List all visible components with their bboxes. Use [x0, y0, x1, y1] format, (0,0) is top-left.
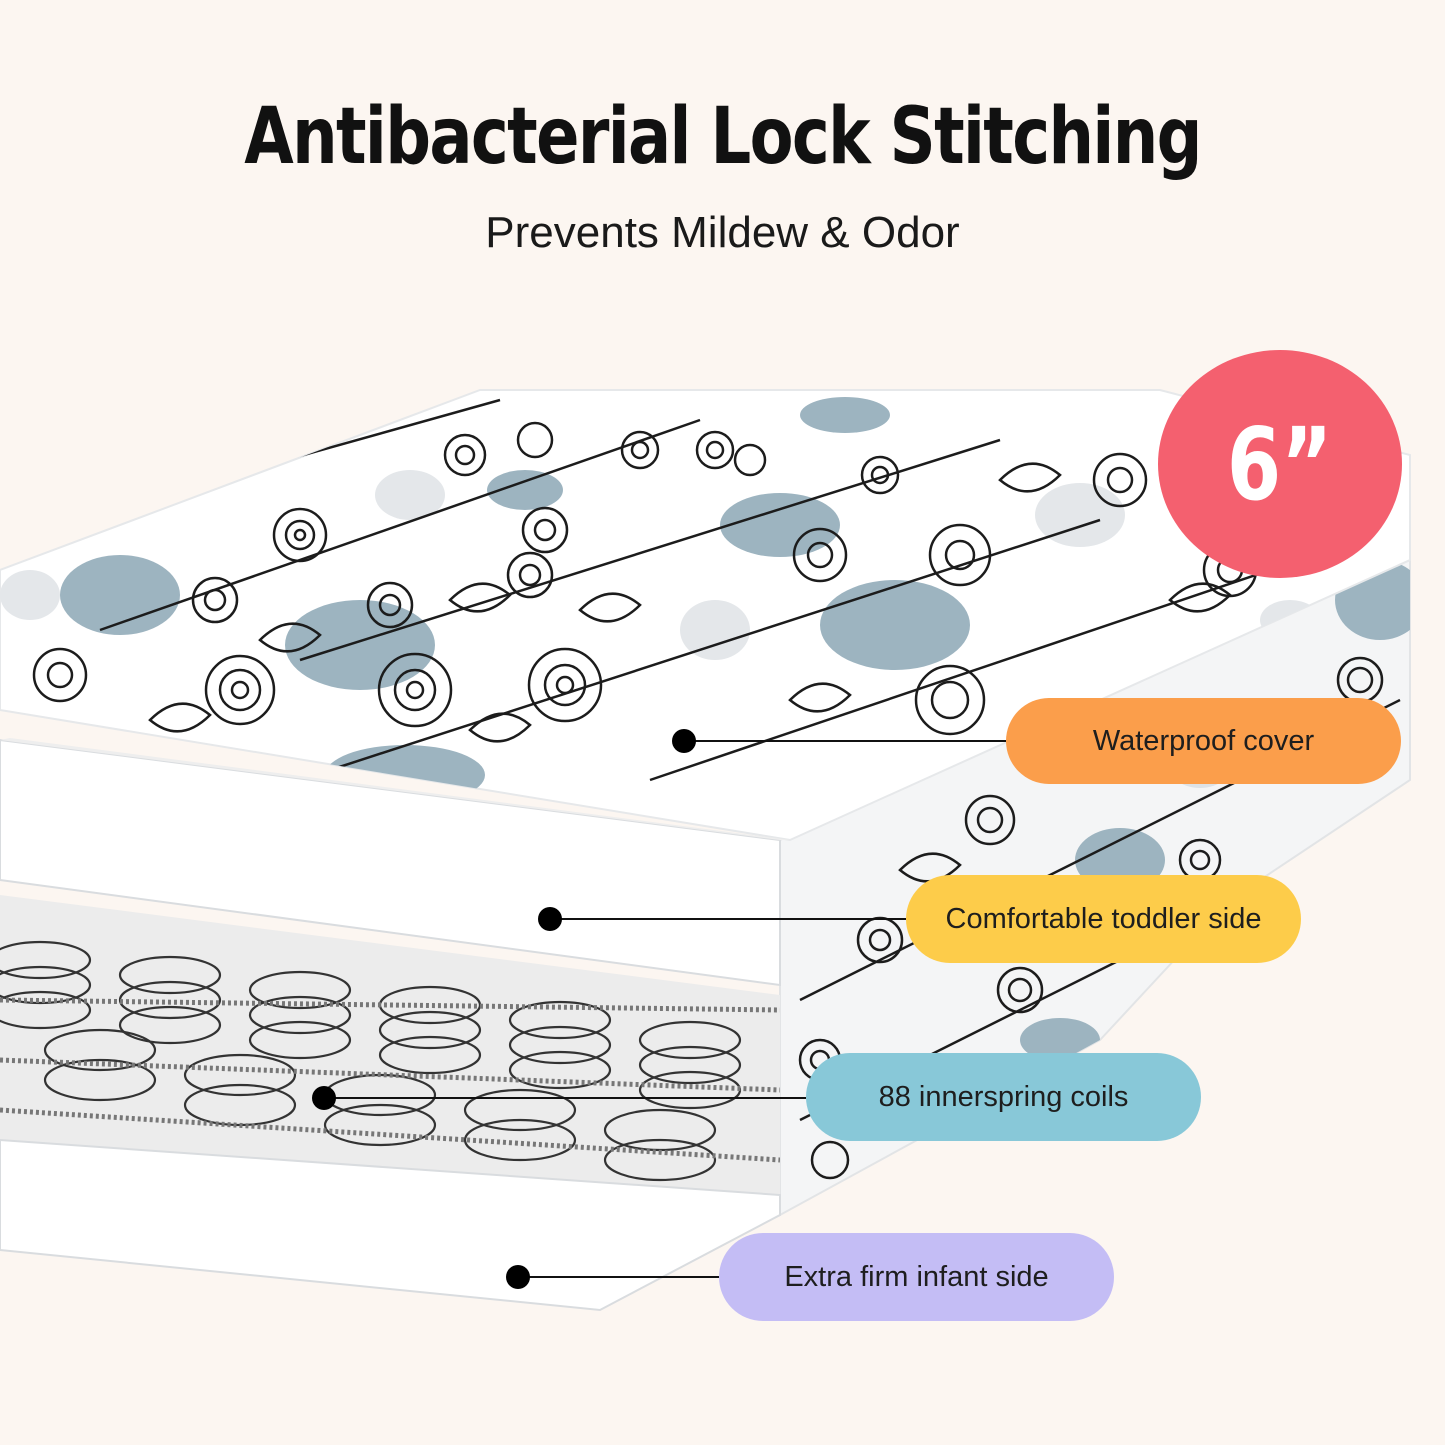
top-fabric-pattern: [0, 397, 1320, 805]
toddler-side-layer: [0, 738, 781, 987]
waterproof-cover-dot: [672, 729, 696, 753]
toddler-side-dot: [538, 907, 562, 931]
thickness-badge-label: 6”: [1227, 405, 1333, 523]
page-subtitle: Prevents Mildew & Odor: [485, 208, 960, 257]
waterproof-cover-leader: [684, 740, 1006, 742]
innerspring-coils: [0, 940, 780, 1182]
innerspring-coils-label: 88 innerspring coils: [878, 1080, 1129, 1113]
infant-side-dot: [506, 1265, 530, 1289]
toddler-side-leader: [550, 918, 906, 920]
toddler-side-label: Comfortable toddler side: [945, 902, 1262, 935]
infant-side-layer: [0, 1138, 781, 1312]
waterproof-cover-callout: Waterproof cover: [1006, 698, 1401, 784]
innerspring-coils-dot: [312, 1086, 336, 1110]
infant-side-label: Extra firm infant side: [784, 1260, 1049, 1293]
infant-side-callout: Extra firm infant side: [719, 1233, 1114, 1321]
innerspring-coils-callout: 88 innerspring coils: [806, 1053, 1201, 1141]
infant-side-leader: [518, 1276, 719, 1278]
innerspring-coils-leader: [324, 1097, 806, 1099]
toddler-side-callout: Comfortable toddler side: [906, 875, 1301, 963]
page-title: Antibacterial Lock Stitching: [244, 92, 1202, 182]
waterproof-cover-label: Waterproof cover: [1092, 724, 1315, 757]
thickness-badge: 6”: [1158, 350, 1402, 578]
